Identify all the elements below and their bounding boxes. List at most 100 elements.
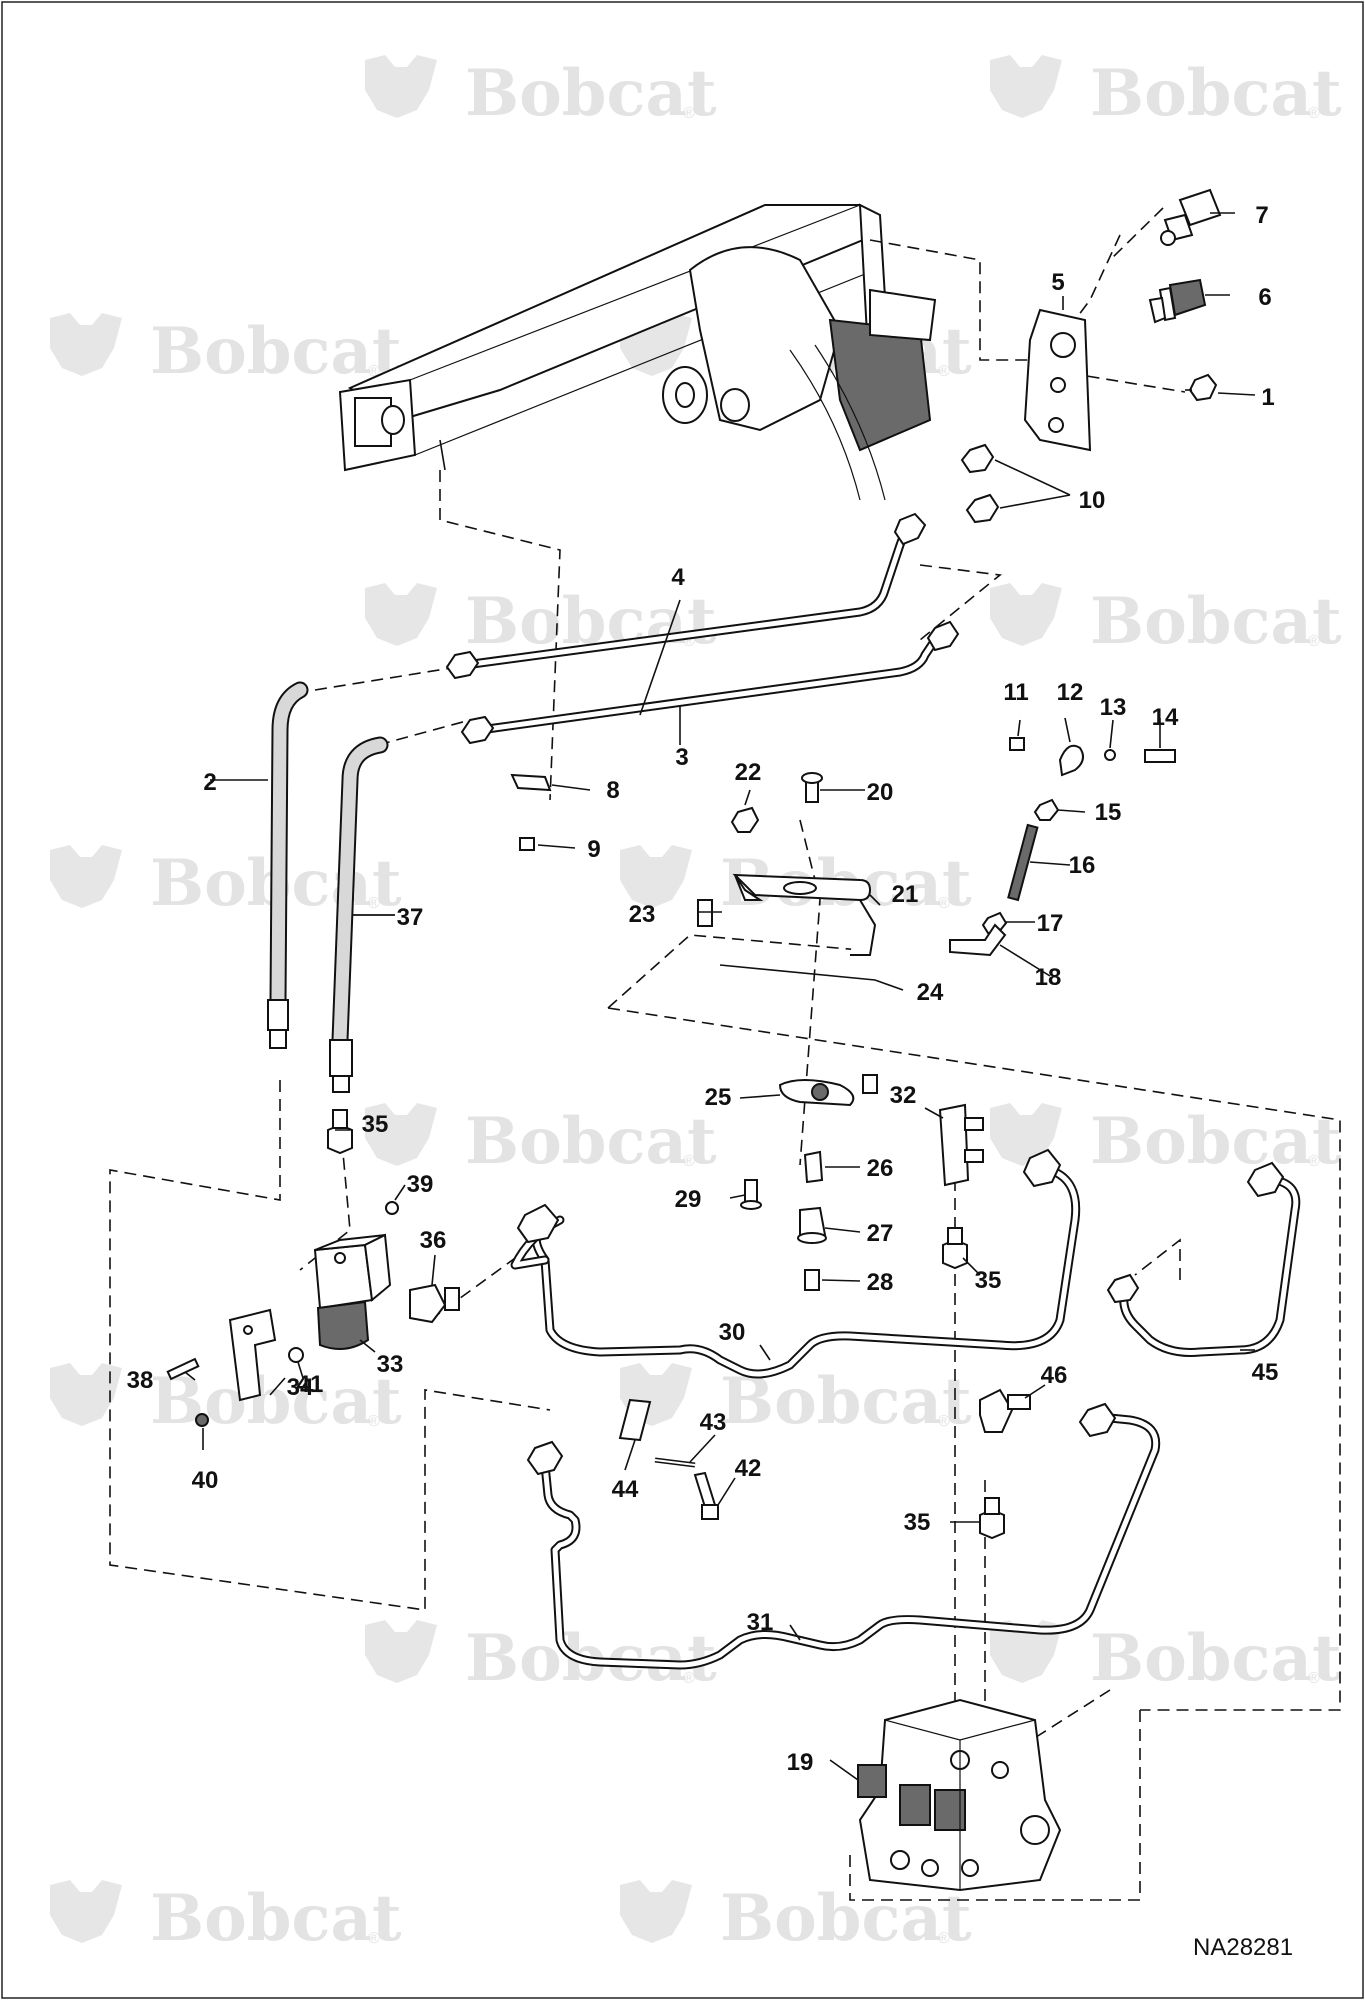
bobcat-watermark: Bobcat® [50, 313, 402, 389]
callout-37: 37 [397, 904, 424, 931]
bracket-21 [732, 873, 877, 956]
bobcat-logo-icon [990, 1103, 1062, 1166]
callout-9: 9 [587, 836, 600, 863]
bobcat-logo-icon [50, 1363, 122, 1426]
callout-34: 34 [287, 1374, 314, 1401]
registered-mark: ® [368, 1930, 380, 1947]
callout-leader-lines [184, 212, 1256, 1781]
adapter-fittings-35 [327, 1109, 1005, 1540]
callout-12: 12 [1057, 679, 1084, 706]
registered-mark: ® [938, 1413, 950, 1430]
bobcat-watermark-text: Bobcat [465, 1104, 717, 1179]
bobcat-watermark: Bobcat® [365, 1620, 717, 1696]
callout-23: 23 [629, 901, 656, 928]
pins-42-43-44 [618, 1398, 719, 1520]
callout-31: 31 [747, 1609, 774, 1636]
callout-11: 11 [1003, 679, 1028, 706]
callout-22: 22 [735, 759, 762, 786]
bobcat-watermark-text: Bobcat [1090, 584, 1342, 659]
callout-8: 8 [606, 777, 619, 804]
registered-mark: ® [683, 1670, 695, 1687]
hose-2 [267, 681, 309, 1049]
bobcat-watermark-text: Bobcat [465, 56, 717, 131]
bobcat-watermark: Bobcat® [50, 1880, 402, 1956]
fitting-36 [409, 1283, 460, 1324]
bracket-34 [228, 1308, 277, 1402]
part-nut-9 [519, 837, 535, 851]
tube-fittings-upper [445, 512, 960, 745]
callout-7: 7 [1255, 202, 1268, 229]
part-clip-8 [510, 773, 552, 792]
bobcat-watermark: Bobcat® [365, 1103, 717, 1179]
bobcat-logo-icon [50, 1880, 122, 1943]
callout-5: 5 [1051, 269, 1064, 296]
registered-mark: ® [1308, 1670, 1320, 1687]
bobcat-watermark-text: Bobcat [1090, 56, 1342, 131]
bobcat-logo-icon [50, 845, 122, 908]
callout-33: 33 [377, 1351, 404, 1378]
tee-fitting-32 [938, 1103, 984, 1187]
callout-44: 44 [612, 1476, 639, 1503]
tube-30 [510, 1148, 1081, 1379]
linkage-parts [949, 737, 1176, 957]
callout-26: 26 [867, 1155, 894, 1182]
tube-45 [1106, 1161, 1301, 1357]
bobcat-watermark-text: Bobcat [1090, 1104, 1342, 1179]
registered-mark: ® [1308, 1153, 1320, 1170]
tube-3 [475, 635, 940, 735]
bobcat-logo-icon [620, 1880, 692, 1943]
callout-20: 20 [867, 779, 894, 806]
registered-mark: ® [368, 895, 380, 912]
callout-27: 27 [867, 1220, 894, 1247]
callout-17: 17 [1037, 910, 1064, 937]
callout-40: 40 [192, 1467, 219, 1494]
part-coupler-6 [1148, 278, 1207, 324]
callout-6: 6 [1258, 284, 1271, 311]
callout-21: 21 [892, 881, 919, 908]
bobcat-watermark-text: Bobcat [150, 1881, 402, 1956]
tube-31 [526, 1402, 1161, 1670]
bobcat-logo-icon [365, 55, 437, 118]
callout-30: 30 [719, 1319, 746, 1346]
bobcat-logo-icon [50, 313, 122, 376]
bobcat-watermark: Bobcat® [990, 1103, 1342, 1179]
bobcat-logo-icon [620, 845, 692, 908]
bobcat-watermark: Bobcat® [990, 583, 1342, 659]
callout-2: 2 [203, 769, 216, 796]
bobcat-watermark-text: Bobcat [1090, 1621, 1342, 1696]
bobcat-watermark: Bobcat® [365, 55, 717, 131]
bobcat-logo-icon [365, 1103, 437, 1166]
bobcat-watermark: Bobcat® [990, 1620, 1342, 1696]
callout-35: 35 [975, 1267, 1002, 1294]
callout-4: 4 [671, 564, 685, 591]
callout-15: 15 [1095, 799, 1122, 826]
bobcat-watermark-text: Bobcat [150, 1364, 402, 1439]
small-bolts [697, 772, 878, 1094]
callout-29: 29 [675, 1186, 702, 1213]
registered-mark: ® [683, 105, 695, 122]
registered-mark: ® [683, 1153, 695, 1170]
drawing-code: NA28281 [1193, 1934, 1293, 1961]
bobcat-logo-icon [990, 1620, 1062, 1683]
bobcat-logo-icon [365, 1620, 437, 1683]
callout-25: 25 [705, 1084, 732, 1111]
callout-43: 43 [700, 1409, 727, 1436]
callout-46: 46 [1041, 1362, 1068, 1389]
registered-mark: ® [938, 363, 950, 380]
callout-13: 13 [1100, 694, 1127, 721]
callout-18: 18 [1035, 964, 1062, 991]
part-plate-5 [1023, 308, 1092, 452]
control-valve-19 [857, 1698, 1062, 1892]
callout-3: 3 [675, 744, 688, 771]
callout-19: 19 [787, 1749, 814, 1776]
registered-mark: ® [938, 895, 950, 912]
bobcat-logo-icon [990, 583, 1062, 646]
lift-arm-drawing [338, 203, 937, 501]
callout-41: 41 [297, 1371, 324, 1398]
part-nuts-10 [960, 443, 1000, 524]
part-coupler-7 [1160, 188, 1222, 246]
bobcat-watermark-text: Bobcat [720, 1881, 972, 1956]
callout-45: 45 [1252, 1359, 1279, 1386]
